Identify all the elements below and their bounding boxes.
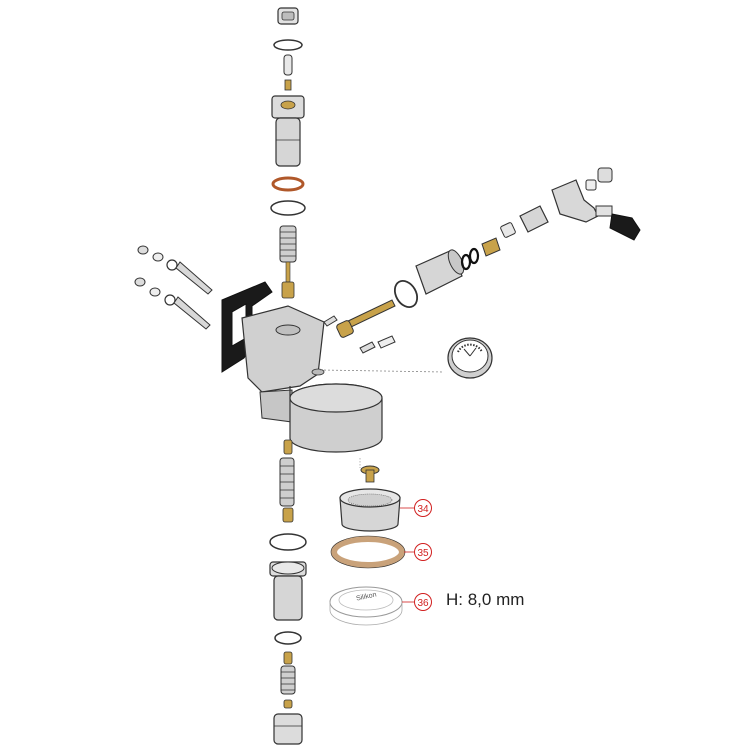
lower-valve-spring bbox=[279, 439, 295, 523]
black-o-ring-1 bbox=[460, 253, 472, 271]
black-o-ring-2 bbox=[468, 247, 480, 265]
steam-wand-elbow bbox=[551, 179, 613, 223]
small-screw-1 bbox=[323, 315, 338, 327]
bottom-nut bbox=[273, 713, 303, 745]
small-screw-3 bbox=[377, 335, 396, 349]
copper-ring-top bbox=[271, 176, 305, 192]
tan-gasket bbox=[331, 536, 405, 568]
bottom-spring-assembly bbox=[280, 651, 296, 709]
black-handle-knob bbox=[609, 213, 641, 241]
callout-36-label: 36 bbox=[417, 598, 429, 609]
small-spring-diagonal bbox=[500, 222, 516, 238]
top-brass-pin bbox=[284, 79, 292, 91]
callout-34-label: 34 bbox=[417, 504, 429, 515]
gauge-leader-line bbox=[319, 369, 445, 373]
upper-valve-spring bbox=[279, 225, 297, 299]
top-washer bbox=[273, 39, 303, 51]
pressure-gauge bbox=[447, 337, 493, 379]
ring-lower-2 bbox=[274, 631, 302, 645]
diagonal-connector bbox=[519, 205, 549, 233]
silicone-gasket: Silikon bbox=[329, 586, 403, 626]
callout-35[interactable]: 35 bbox=[404, 543, 432, 561]
small-nut-2 bbox=[597, 167, 613, 183]
lower-valve-housing bbox=[269, 561, 307, 621]
brass-pin-diagonal bbox=[481, 237, 501, 257]
callout-36[interactable]: 36 bbox=[402, 593, 432, 611]
white-ring-top bbox=[270, 200, 306, 216]
top-small-spring bbox=[283, 54, 293, 76]
top-cap-nut bbox=[277, 7, 299, 25]
white-ring-lower bbox=[269, 533, 307, 551]
gasket-text: Silikon bbox=[356, 591, 378, 602]
o-ring-large bbox=[393, 279, 419, 309]
brass-valve-stem bbox=[336, 299, 396, 338]
small-screw-2 bbox=[359, 341, 376, 354]
shower-screen bbox=[339, 488, 401, 532]
top-valve-housing bbox=[271, 95, 305, 167]
callout-35-label: 35 bbox=[417, 548, 429, 559]
dimension-note: H: 8,0 mm bbox=[446, 590, 525, 609]
shower-screw bbox=[359, 458, 380, 483]
small-nut-1 bbox=[585, 179, 597, 191]
callout-34[interactable]: 34 bbox=[400, 499, 432, 517]
valve-housing-diagonal bbox=[415, 249, 465, 295]
left-bolts bbox=[134, 245, 213, 330]
group-body bbox=[241, 305, 383, 453]
